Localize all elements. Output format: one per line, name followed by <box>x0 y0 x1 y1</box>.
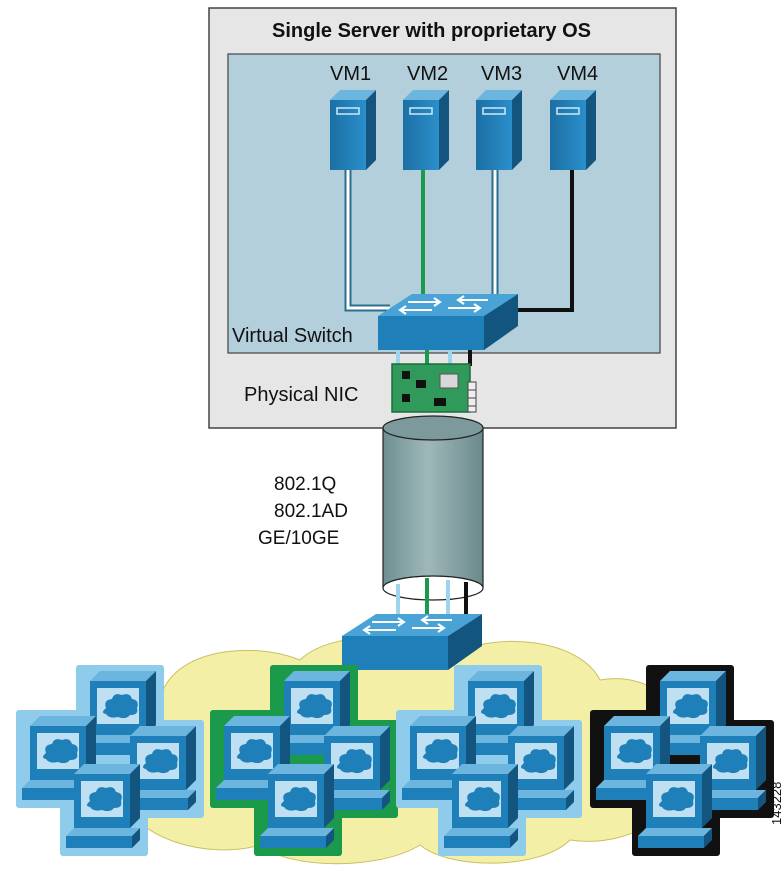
vm4-link <box>512 168 574 312</box>
vm3-server-icon <box>475 89 523 171</box>
vm4-server-icon <box>549 89 597 171</box>
pc-icon <box>638 764 712 848</box>
pc-group-vm2 <box>210 665 398 856</box>
vm2-label: VM2 <box>407 63 448 85</box>
protocol-label-2: 802.1AD <box>274 501 348 522</box>
vm2-server-icon <box>402 89 450 171</box>
vm-links <box>344 168 574 318</box>
vm4-label: VM4 <box>557 63 598 85</box>
trunk-links <box>396 578 468 614</box>
protocol-label-3: GE/10GE <box>258 528 339 549</box>
pc-group-vm1 <box>16 665 204 856</box>
figure-id: 143228 <box>769 782 783 825</box>
trunk-pipe <box>382 415 484 601</box>
pc-icon <box>260 764 334 848</box>
protocol-label-1: 802.1Q <box>274 474 336 495</box>
physical-nic-label: Physical NIC <box>244 384 358 406</box>
physical-nic-icon <box>391 363 477 413</box>
pc-icon <box>444 764 518 848</box>
server-title: Single Server with proprietary OS <box>272 20 591 42</box>
pc-group-vm3 <box>396 665 582 856</box>
vm1-server-icon <box>329 89 377 171</box>
vm1-label: VM1 <box>330 63 371 85</box>
vm3-label: VM3 <box>481 63 522 85</box>
virtual-switch-label: Virtual Switch <box>232 325 353 347</box>
pc-group-vm4 <box>590 665 774 856</box>
pc-icon <box>66 764 140 848</box>
